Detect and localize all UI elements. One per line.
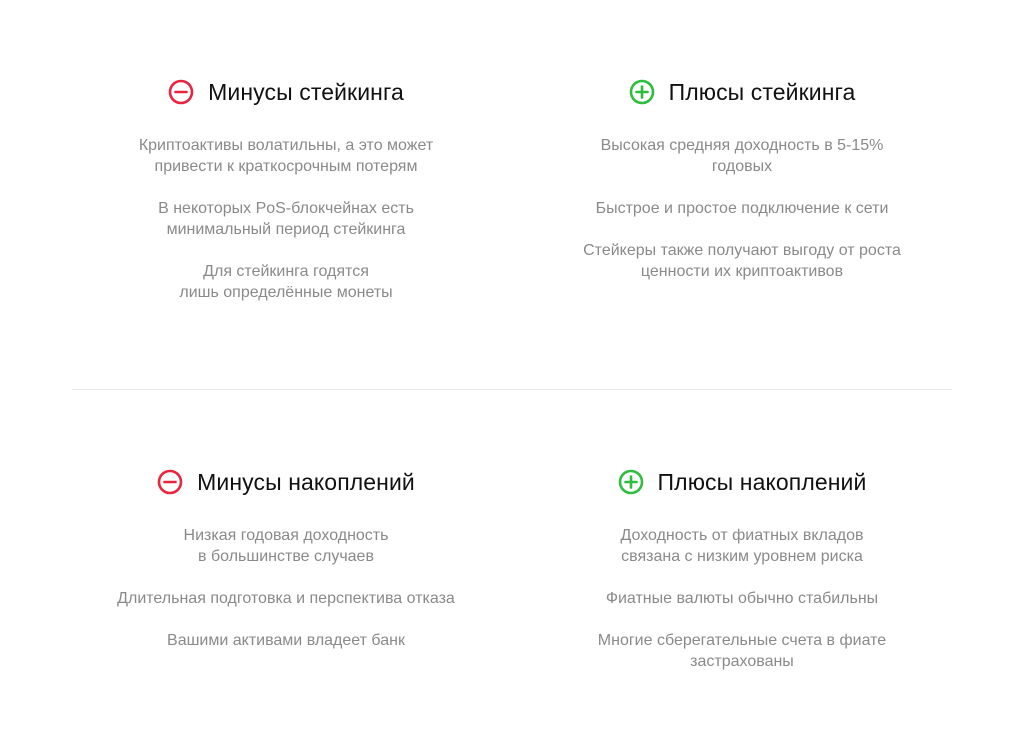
list-item: Вашими активами владеет банк [167,632,405,649]
savings-pros-list: Доходность от фиатных вкладов связана с … [532,525,952,672]
plus-circle-icon [629,79,654,105]
list-item: Фиатные валюты обычно стабильны [605,590,879,607]
savings-pros-title: Плюсы накоплений [657,468,867,495]
savings-cons-title: Минусы накоплений [197,468,415,495]
list-item: Многие сберегательные счета в фиате заст… [597,632,887,670]
savings-cons-column: Минусы накоплений Низкая годовая доходно… [76,467,496,672]
staking-cons-list: Криптоактивы волатильны, а это может при… [76,135,496,303]
list-item: Для стейкинга годятся лишь определённые … [179,263,393,301]
plus-circle-icon [618,469,643,495]
list-item: Высокая средняя доходность в 5-15% годов… [600,137,884,175]
staking-cons-column: Минусы стейкинга Криптоактивы волатильны… [76,77,496,324]
list-item: Быстрое и простое подключение к сети [595,200,889,217]
list-item: Доходность от фиатных вкладов связана с … [620,527,864,565]
savings-cons-heading: Минусы накоплений [76,467,496,497]
savings-pros-heading: Плюсы накоплений [532,467,952,497]
savings-cons-list: Низкая годовая доходность в большинстве … [76,525,496,651]
list-item: Низкая годовая доходность в большинстве … [183,527,389,565]
staking-pros-heading: Плюсы стейкинга [532,77,952,107]
minus-circle-icon [157,469,183,495]
list-item: Криптоактивы волатильны, а это может при… [138,137,434,175]
minus-circle-icon [168,79,194,105]
staking-pros-title: Плюсы стейкинга [668,78,856,105]
staking-cons-heading: Минусы стейкинга [76,77,496,107]
staking-pros-list: Высокая средняя доходность в 5-15% годов… [532,135,952,282]
staking-cons-title: Минусы стейкинга [208,78,404,105]
list-item: В некоторых PoS-блокчейнах есть минималь… [158,200,414,238]
section-divider [72,389,952,390]
savings-pros-column: Плюсы накоплений Доходность от фиатных в… [532,467,952,693]
list-item: Длительная подготовка и перспектива отка… [117,590,455,607]
staking-pros-column: Плюсы стейкинга Высокая средняя доходнос… [532,77,952,303]
list-item: Стейкеры также получают выгоду от роста … [583,242,901,280]
